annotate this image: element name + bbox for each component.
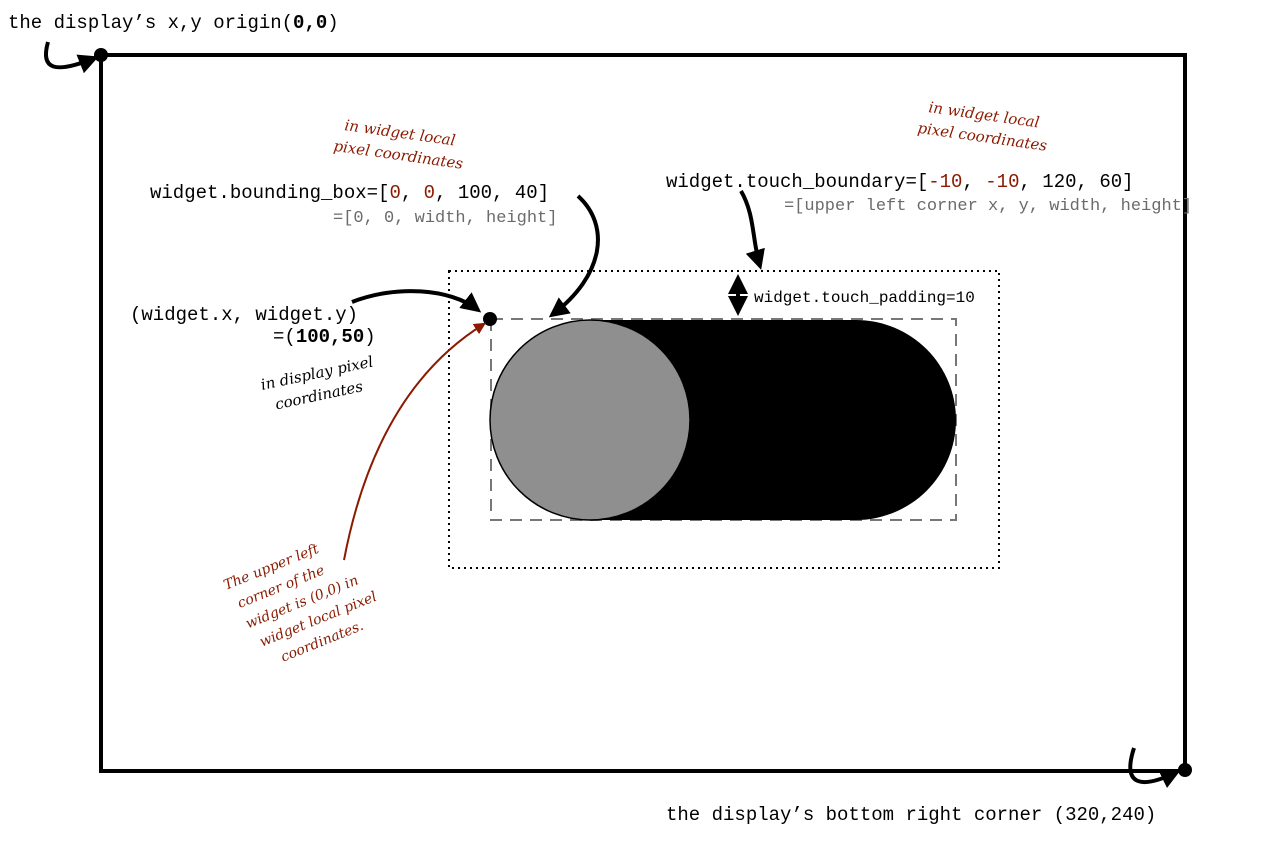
- bottom-right-dot: [1178, 763, 1192, 777]
- bounding-box-formula: =[0, 0, width, height]: [333, 209, 557, 228]
- widget-xy-label: (widget.x, widget.y): [130, 304, 358, 326]
- touch-padding-label: widget.touch_padding=10: [754, 289, 975, 307]
- touch-boundary-label: widget.touch_boundary=[-10, -10, 120, 60…: [666, 171, 1134, 193]
- origin-arrow: [43, 41, 99, 74]
- widget-xy-value: =(100,50): [273, 326, 376, 348]
- bounding-box-arrow: [548, 194, 600, 318]
- origin-dot: [94, 48, 108, 62]
- toggle-knob: [489, 319, 691, 521]
- bottom-right-arrow: [1128, 747, 1181, 788]
- upper-left-note: The upper left corner of the widget is (…: [222, 541, 380, 666]
- toggle-track: [590, 320, 956, 520]
- bottom-right-label: the display’s bottom right corner (320,2…: [666, 804, 1156, 826]
- bounding-box-label: widget.bounding_box=[0, 0, 100, 40]: [150, 182, 549, 204]
- widget-xy-arrow: [351, 289, 482, 313]
- touch-boundary-rect: [448, 270, 1000, 569]
- widget-xy-note: in display pixel coordinates: [259, 352, 375, 413]
- origin-label: the display’s x,y origin(0,0): [8, 12, 339, 34]
- widget-xy-dot: [483, 312, 497, 326]
- touch-boundary-formula: =[upper left corner x, y, width, height]: [784, 197, 1192, 216]
- touch-boundary-arrow: [739, 189, 765, 270]
- bounding-box-note: in widget local pixel coordinates: [332, 116, 464, 173]
- upper-left-note-arrow: [343, 322, 487, 561]
- touch-boundary-note: in widget local pixel coordinates: [916, 98, 1048, 155]
- display-frame: [99, 53, 1187, 773]
